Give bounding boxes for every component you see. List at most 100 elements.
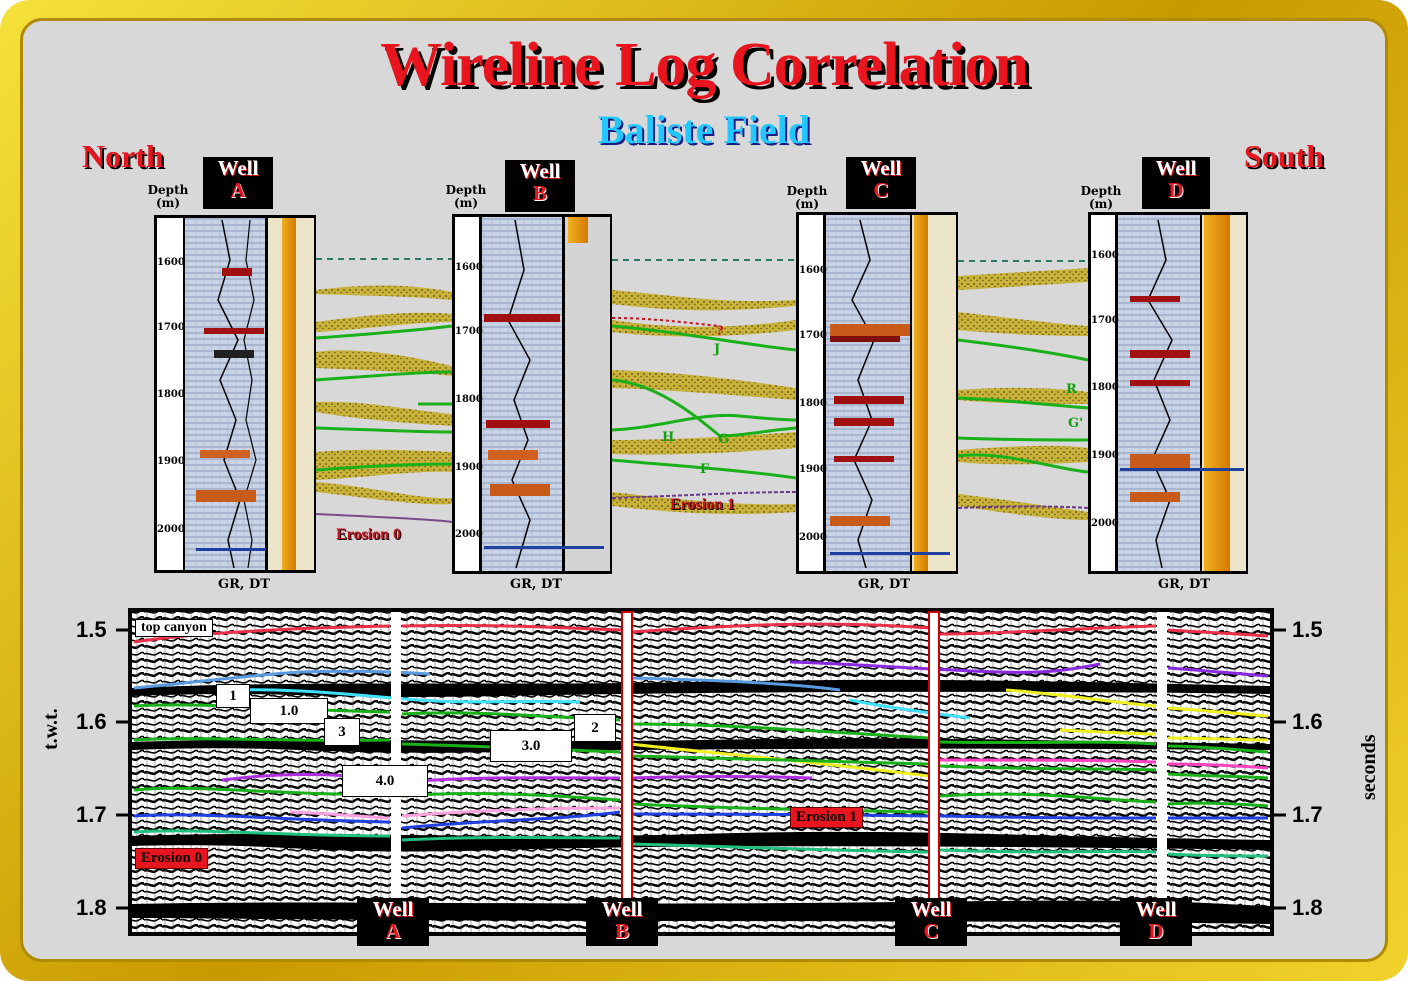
erosion-0-label: Erosion 0 xyxy=(336,526,402,543)
datum-line xyxy=(316,258,1088,262)
zone-box-3: 3 xyxy=(324,718,360,746)
depth-c-1900: 1900 xyxy=(799,464,827,475)
erosion-0-line xyxy=(315,513,453,523)
log-curves-label-d: GR, DT xyxy=(1158,577,1210,592)
log-curves-label-a: GR, DT xyxy=(218,577,270,592)
horizon-r-label: R xyxy=(1066,382,1077,397)
tick-left-1-8: 1.8 xyxy=(76,895,107,920)
zone-box-3-0: 3.0 xyxy=(490,730,572,762)
seismic-well-d-tag: Well D xyxy=(1120,898,1192,946)
depth-label-c: Depth(m) xyxy=(786,184,828,211)
well-b-word: Well xyxy=(519,159,561,183)
tick-left-1-5: 1.5 xyxy=(76,617,107,642)
seismic-well-b-tag: Well B xyxy=(586,898,658,946)
well-d-word: Well xyxy=(1155,156,1197,180)
well-c-tag: Well C xyxy=(846,157,916,209)
depth-label-d: Depth(m) xyxy=(1080,184,1122,211)
seismic-well-a-tag: Well A xyxy=(357,898,429,946)
seismic-well-a-column xyxy=(391,612,401,902)
erosion-1-line xyxy=(611,491,1089,509)
depth-b-1700: 1700 xyxy=(455,326,483,337)
axis-left-title: t.w.t. xyxy=(40,708,62,750)
well-d-log xyxy=(1088,212,1248,574)
depth-a-1800: 1800 xyxy=(157,389,185,400)
horizon-f-label: F xyxy=(700,462,710,477)
seismic-horizons xyxy=(133,622,1269,858)
horizon-j-label: J xyxy=(714,342,721,357)
log-curves-label-c: GR, DT xyxy=(858,577,910,592)
tick-right-1-8: 1.8 xyxy=(1292,895,1323,920)
zone-box-1: 1 xyxy=(216,684,250,708)
well-b-log xyxy=(452,214,612,574)
seismic-well-b-column xyxy=(621,611,633,903)
well-a-letter: A xyxy=(230,178,246,202)
north-label: North xyxy=(82,138,164,174)
seismic-axis-ticks xyxy=(116,628,1286,910)
top-canyon-label: top canyon xyxy=(135,619,213,637)
seismic-well-c-column xyxy=(928,611,940,903)
zone-box-4-0: 4.0 xyxy=(342,765,428,797)
zone-box-1-0: 1.0 xyxy=(250,698,328,724)
question-label: ? xyxy=(716,324,724,339)
well-a-tag: Well A xyxy=(203,157,273,209)
depth-c-1600: 1600 xyxy=(799,265,827,276)
tick-right-1-5: 1.5 xyxy=(1292,617,1323,642)
well-a-word: Well xyxy=(217,156,259,180)
seismic-well-c-word: Well xyxy=(910,897,952,921)
well-d-tag: Well D xyxy=(1142,157,1210,209)
depth-a-1600: 1600 xyxy=(157,257,185,268)
depth-b-2000: 2000 xyxy=(455,529,483,540)
depth-d-1700: 1700 xyxy=(1091,315,1119,326)
seismic-well-a-word: Well xyxy=(372,897,414,921)
well-c-word: Well xyxy=(860,156,902,180)
seismic-well-b-letter: B xyxy=(614,919,629,943)
depth-c-1800: 1800 xyxy=(799,398,827,409)
south-label: South xyxy=(1244,138,1325,174)
well-c-letter: C xyxy=(873,178,889,202)
depth-a-2000: 2000 xyxy=(157,524,185,535)
depth-d-1600: 1600 xyxy=(1091,250,1119,261)
log-correlation-graphic xyxy=(154,212,1248,574)
depth-b-1900: 1900 xyxy=(455,462,483,473)
well-a-log xyxy=(154,215,316,573)
tick-right-1-7: 1.7 xyxy=(1292,802,1323,827)
seismic-erosion-1-tag: Erosion 1 xyxy=(790,807,863,828)
depth-d-1800: 1800 xyxy=(1091,382,1119,393)
log-curves-label-b: GR, DT xyxy=(510,577,562,592)
tick-left-1-7: 1.7 xyxy=(76,802,107,827)
zone-box-2: 2 xyxy=(574,714,616,742)
horizon-g-label: G xyxy=(718,432,730,447)
sand-bodies-ab xyxy=(316,285,452,505)
depth-c-1700: 1700 xyxy=(799,330,827,341)
seismic-well-d-column xyxy=(1157,612,1167,902)
tick-left-1-6: 1.6 xyxy=(76,709,107,734)
tick-right-1-6: 1.6 xyxy=(1292,709,1323,734)
green-correlations xyxy=(315,324,1089,480)
depth-d-1900: 1900 xyxy=(1091,450,1119,461)
depth-d-2000: 2000 xyxy=(1091,518,1119,529)
depth-b-1600: 1600 xyxy=(455,262,483,273)
depth-a-1900: 1900 xyxy=(157,456,185,467)
seismic-well-d-word: Well xyxy=(1135,897,1177,921)
depth-label-b: Depth(m) xyxy=(445,183,487,210)
seismic-well-c-letter: C xyxy=(923,919,939,943)
sand-bodies-cd xyxy=(958,268,1088,520)
page-title: Wireline Log Correlation xyxy=(380,31,1029,99)
well-d-letter: D xyxy=(1168,178,1184,202)
horizon-g-prime-label: G' xyxy=(1068,416,1084,431)
depth-b-1800: 1800 xyxy=(455,394,483,405)
well-b-letter: B xyxy=(532,181,547,205)
well-b-tag: Well B xyxy=(505,160,575,212)
seismic-well-d-letter: D xyxy=(1148,919,1164,943)
depth-a-1700: 1700 xyxy=(157,322,185,333)
seismic-well-a-letter: A xyxy=(385,919,401,943)
seismic-well-b-word: Well xyxy=(601,897,643,921)
sand-bodies-bc xyxy=(612,290,796,514)
page-subtitle: Baliste Field xyxy=(597,107,811,152)
depth-c-2000: 2000 xyxy=(799,532,827,543)
seismic-erosion-0-tag: Erosion 0 xyxy=(135,848,208,869)
axis-right-title: seconds xyxy=(1358,734,1380,800)
well-c-log xyxy=(796,212,958,574)
depth-label-a: Depth(m) xyxy=(147,183,189,210)
